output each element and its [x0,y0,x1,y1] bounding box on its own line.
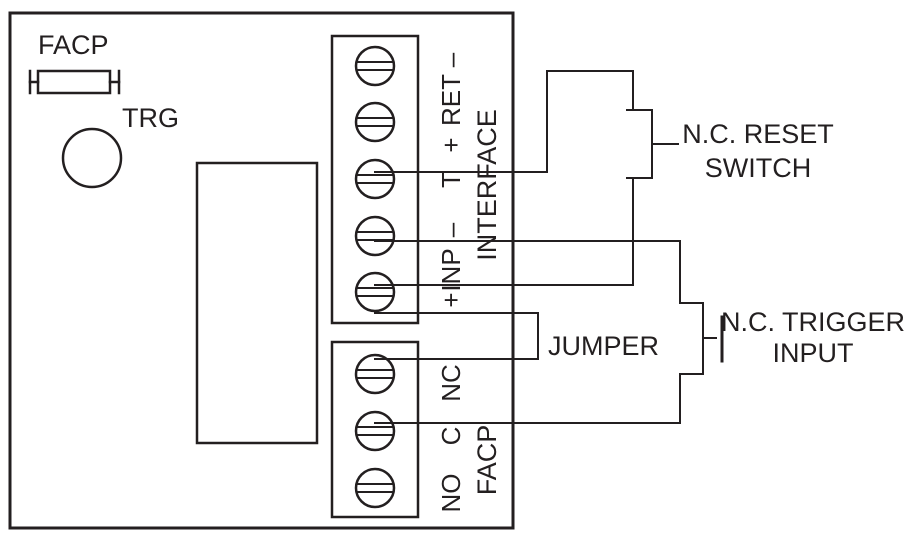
terminal-c [354,410,396,452]
terminal-inp-plus [354,271,396,313]
pin-label-nc: NC [436,364,466,402]
facp-block-title: FACP [472,425,502,496]
interface-screw-terminals [354,45,396,313]
jumper-wire [374,312,539,360]
terminal-ret-minus [354,45,396,87]
pin-label-inp-minus: – [436,222,466,237]
nc-reset-switch-icon [626,109,679,179]
trg-button-icon [61,127,123,189]
terminal-t [354,158,396,200]
trigger-input-label-line1: N.C. TRIGGER [721,307,905,337]
terminal-ret-plus [354,101,396,143]
jumper-label: JUMPER [548,331,659,361]
nc-trigger-input-icon [679,302,724,375]
facp-led-label: FACP [38,30,109,60]
terminal-nc [354,353,396,395]
terminal-no [354,467,396,509]
pin-label-ret-minus: – [436,52,466,67]
wire-t-to-reset-switch [374,70,634,173]
facp-terminal-block [330,340,420,519]
reset-switch-label-line1: N.C. RESET [682,119,834,149]
facp-screw-terminals [354,353,396,509]
relay-component [195,161,319,445]
pin-label-c: C [436,427,466,446]
interface-block-title: INTERFACE [472,109,502,261]
pin-label-no: NO [436,474,466,513]
reset-switch-label-line2: SWITCH [705,153,811,183]
pin-label-ret-plus: + [436,137,466,152]
pin-label-t: T [436,172,466,188]
terminal-inp-minus [354,215,396,257]
trigger-input-label-line2: INPUT [773,338,854,368]
module-board [8,11,515,530]
facp-led-icon [28,69,121,95]
trg-label: TRG [122,103,179,133]
wire-inp-plus-to-reset-switch [374,177,634,286]
pin-label-inp-plus: + [436,292,466,307]
wire-inp-minus-to-trigger [374,240,681,304]
interface-terminal-block [330,34,420,325]
wire-c-to-trigger [374,373,681,424]
wiring [374,70,681,424]
pin-label-ret: RET [436,74,466,126]
